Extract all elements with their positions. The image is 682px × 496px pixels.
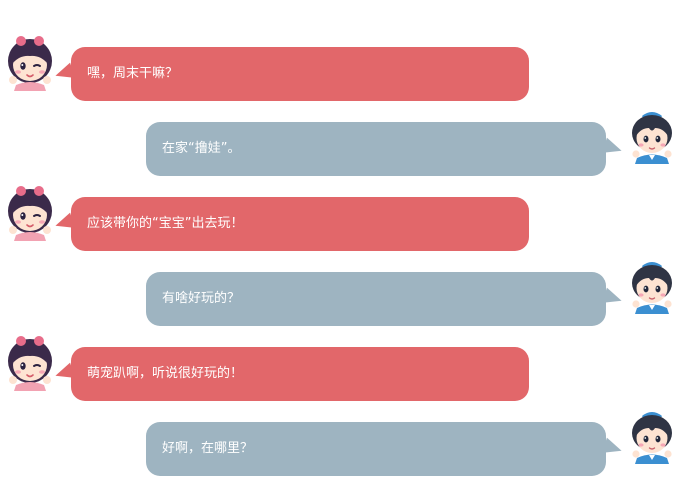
boy-avatar-icon xyxy=(624,408,680,464)
boy-avatar-icon xyxy=(624,258,680,314)
girl-avatar-icon xyxy=(2,185,58,241)
chat-message-boy: 在家“撸娃”。 xyxy=(0,122,682,176)
chat-message-girl: 萌宠趴啊，听说很好玩的！ xyxy=(0,347,682,401)
chat-message-boy: 有啥好玩的？ xyxy=(0,272,682,326)
message-bubble: 在家“撸娃”。 xyxy=(146,122,606,176)
boy-avatar-icon xyxy=(624,108,680,164)
message-bubble: 萌宠趴啊，听说很好玩的！ xyxy=(71,347,529,401)
chat-message-boy: 好啊，在哪里？ xyxy=(0,422,682,476)
chat-message-girl: 嘿，周末干嘛？ xyxy=(0,47,682,101)
message-bubble: 应该带你的“宝宝”出去玩！ xyxy=(71,197,529,251)
message-bubble: 好啊，在哪里？ xyxy=(146,422,606,476)
message-bubble: 嘿，周末干嘛？ xyxy=(71,47,529,101)
girl-avatar-icon xyxy=(2,35,58,91)
message-bubble: 有啥好玩的？ xyxy=(146,272,606,326)
chat-message-girl: 应该带你的“宝宝”出去玩！ xyxy=(0,197,682,251)
girl-avatar-icon xyxy=(2,335,58,391)
